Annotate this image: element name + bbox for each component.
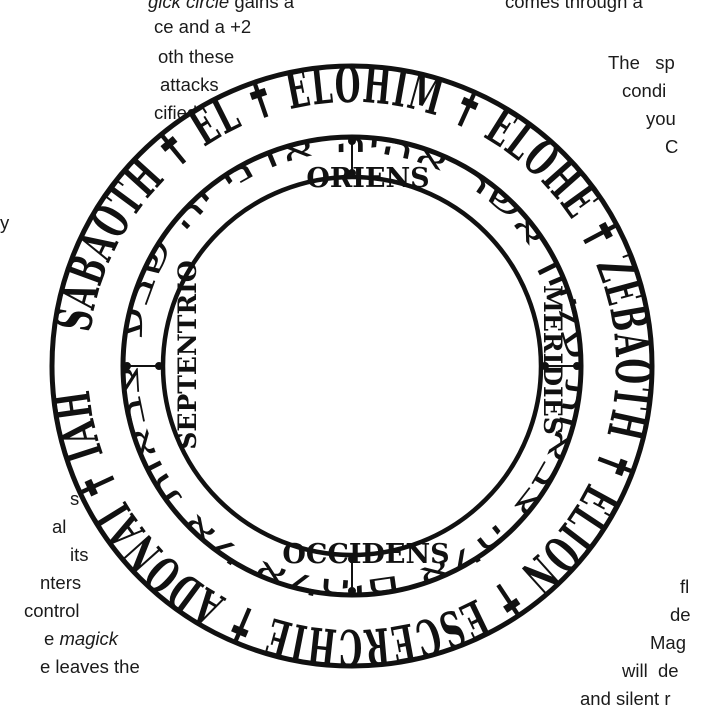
cardinal-west: SEPTENTRIO xyxy=(173,260,202,449)
cardinal-east: MERIDIES xyxy=(538,285,567,435)
cardinal-south: OCCIDENS xyxy=(282,539,449,570)
cardinal-north: ORIENS xyxy=(306,163,429,194)
